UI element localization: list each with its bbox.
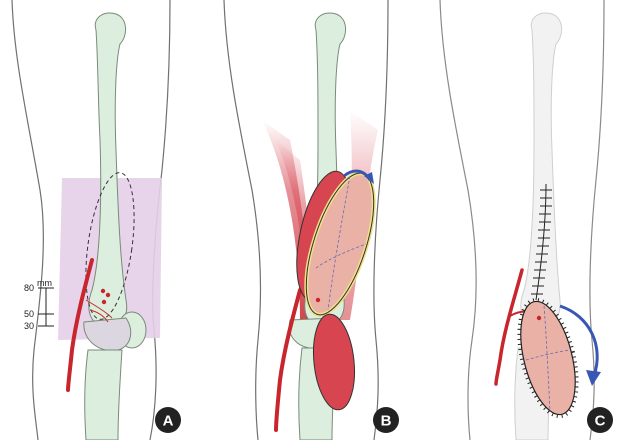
perforator-dot-a3 (102, 300, 106, 304)
leg-outline-b (224, 0, 260, 440)
vessel-main-b (276, 290, 300, 430)
panel-b: B (224, 0, 399, 440)
perforator-dot-c (537, 316, 541, 320)
leg-outline-c (440, 0, 476, 440)
scale-unit: mm (37, 278, 52, 288)
leg-outline-a (12, 0, 43, 440)
perforator-dot-a2 (106, 293, 110, 297)
panel-label-a: A (163, 413, 174, 430)
leg-outline-b-right (374, 0, 388, 440)
perforator-dot-b (316, 298, 320, 302)
panel-c: C (440, 0, 613, 440)
panel-a: 80 mm 50 30 A (12, 0, 181, 440)
panel-badge-c: C (587, 407, 613, 433)
femur-a (89, 13, 127, 327)
knee-condyle-a (84, 318, 131, 351)
panel-badge-a: A (155, 407, 181, 433)
scale-tick-50: 50 (24, 309, 34, 319)
tibia-a (85, 350, 122, 440)
panel-label-c: C (595, 413, 606, 430)
femur-c (521, 13, 562, 327)
perforator-dot-a1 (101, 289, 105, 293)
scale-tick-80: 80 (24, 283, 34, 293)
panel-badge-b: B (373, 407, 399, 433)
panel-label-b: B (381, 413, 392, 430)
rotation-arrowhead-c (586, 370, 601, 386)
scale-tick-30: 30 (24, 321, 34, 331)
